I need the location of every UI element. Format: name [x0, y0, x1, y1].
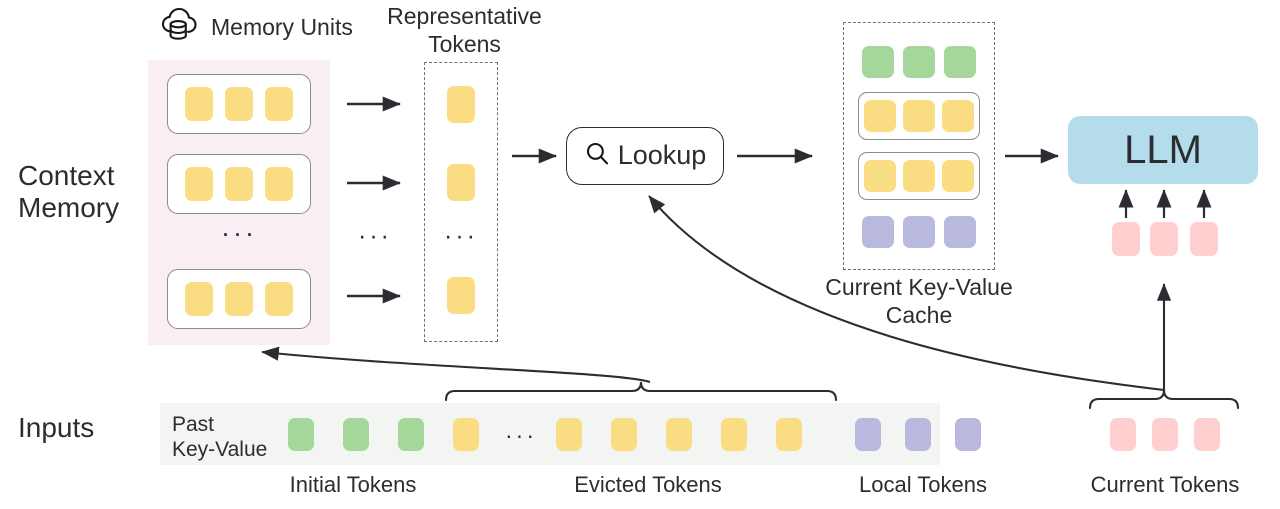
memory-to-representative-arrows	[347, 96, 401, 304]
past-key-value-label-line2: Key-Value	[172, 438, 268, 462]
memory-unit-cell	[265, 167, 293, 201]
kv-cache-cell	[862, 46, 894, 78]
search-icon	[584, 140, 611, 172]
input-token-current	[1152, 418, 1178, 451]
representative-tokens-ellipsis: ···	[444, 222, 478, 250]
input-token-evicted	[776, 418, 802, 451]
input-token-local	[955, 418, 981, 451]
memory-units-ellipsis: ···	[221, 218, 257, 248]
memory-unit-cell	[265, 282, 293, 316]
input-token-current	[1194, 418, 1220, 451]
current-kv-cache-box	[843, 22, 995, 270]
row-label-inputs: Inputs	[18, 412, 95, 443]
context-memory-panel	[148, 60, 330, 345]
past-key-value-label-line1: Past	[172, 413, 215, 436]
llm-label: LLM	[1124, 127, 1202, 172]
representative-tokens-title: Representative Tokens	[382, 2, 547, 58]
representative-tokens-title-line2: Tokens	[428, 31, 501, 58]
row-label-context-memory: Context Memory	[18, 160, 158, 225]
llm-box[interactable]: LLM	[1068, 116, 1258, 184]
kv-cache-cell	[903, 160, 935, 192]
kv-cache-cell	[944, 46, 976, 78]
representative-token	[447, 164, 475, 201]
memory-unit-cell	[225, 282, 253, 316]
representative-tokens-title-line1: Representative	[387, 3, 542, 29]
input-token-local	[855, 418, 881, 451]
llm-input-token	[1150, 222, 1178, 256]
cloud-database-icon	[160, 4, 202, 51]
input-token-initial	[288, 418, 314, 451]
current-tokens-brace	[1088, 389, 1240, 410]
llm-input-token	[1190, 222, 1218, 256]
kv-cache-cell	[862, 216, 894, 248]
group-label-current-tokens: Current Tokens	[1090, 472, 1240, 497]
kv-cache-row-retrieved-memory-unit	[858, 152, 980, 200]
representative-token	[447, 86, 475, 123]
group-label-evicted-tokens: Evicted Tokens	[574, 472, 722, 497]
llm-input-token	[1112, 222, 1140, 256]
current-kv-cache-caption-line2: Cache	[885, 302, 953, 329]
memory-unit-cell	[225, 167, 253, 201]
between-arrows-ellipsis: ···	[358, 222, 392, 250]
kv-cache-cell	[864, 160, 896, 192]
memory-unit-cell	[185, 87, 213, 121]
kv-cache-row-local-tokens	[862, 212, 976, 252]
group-label-local-tokens: Local Tokens	[858, 472, 987, 497]
input-token-initial	[398, 418, 424, 451]
kv-cache-cell	[903, 100, 935, 132]
inputs-ellipsis: ···	[505, 422, 537, 448]
lookup-button[interactable]: Lookup	[566, 127, 724, 185]
memory-unit[interactable]	[167, 74, 311, 134]
memory-unit[interactable]	[167, 154, 311, 214]
evicted-to-context-memory-arrow	[261, 346, 651, 383]
row-label-context-memory-line2: Memory	[18, 192, 120, 224]
input-token-local	[905, 418, 931, 451]
memory-unit-cell	[185, 167, 213, 201]
evicted-tokens-brace	[444, 381, 838, 402]
representative-token	[447, 277, 475, 314]
current-kv-cache-caption: Current Key-Value Cache	[800, 273, 1038, 329]
current-kv-cache-caption-line1: Current Key-Value	[825, 274, 1013, 300]
memory-unit[interactable]	[167, 269, 311, 329]
kv-cache-row-initial-tokens	[862, 42, 976, 82]
past-key-value-label: Past Key-Value	[172, 412, 277, 462]
input-token-current	[1110, 418, 1136, 451]
memory-unit-cell	[265, 87, 293, 121]
memory-units-label: Memory Units	[211, 14, 353, 41]
row-label-context-memory-line1: Context	[18, 160, 115, 191]
group-label-initial-tokens: Initial Tokens	[289, 472, 417, 497]
kv-cache-cell	[942, 100, 974, 132]
inputs-strip	[160, 403, 940, 465]
input-token-evicted	[721, 418, 747, 451]
memory-unit-cell	[225, 87, 253, 121]
memory-units-header: Memory Units	[160, 4, 353, 51]
kv-cache-cell	[903, 46, 935, 78]
input-token-evicted	[666, 418, 692, 451]
representative-tokens-box	[424, 62, 498, 342]
kv-cache-row-retrieved-memory-unit	[858, 92, 980, 140]
input-token-evicted	[453, 418, 479, 451]
kv-cache-cell	[903, 216, 935, 248]
current-tokens-to-llm-arrows	[1118, 189, 1212, 218]
memory-unit-cell	[185, 282, 213, 316]
lookup-label: Lookup	[617, 140, 707, 171]
input-token-evicted	[556, 418, 582, 451]
kv-cache-cell	[942, 160, 974, 192]
input-token-evicted	[611, 418, 637, 451]
kv-cache-cell	[864, 100, 896, 132]
kv-cache-cell	[944, 216, 976, 248]
input-token-initial	[343, 418, 369, 451]
